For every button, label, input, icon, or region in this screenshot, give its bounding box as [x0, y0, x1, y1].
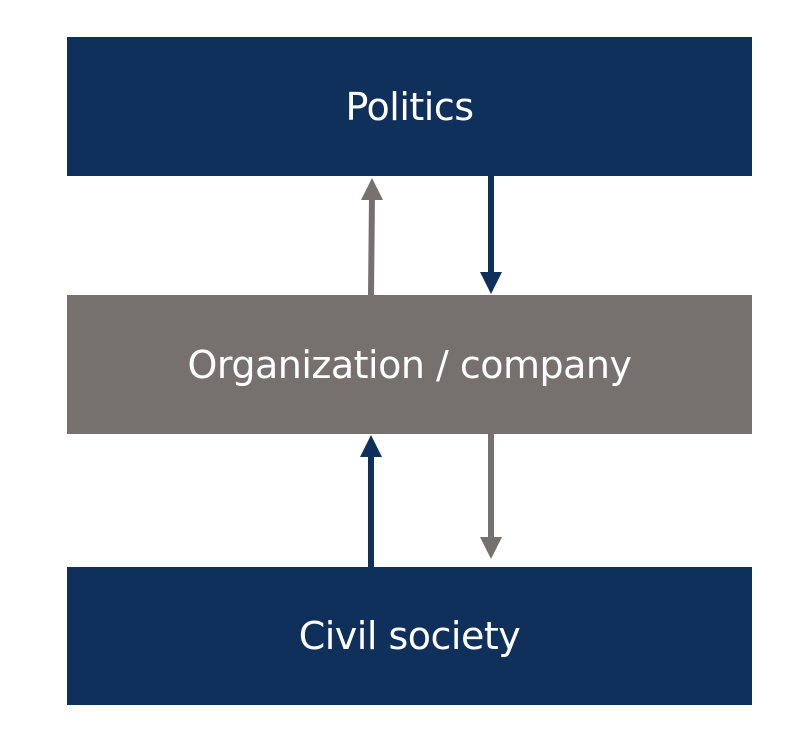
arrow-civil-to-org [360, 435, 382, 567]
civil-society-box: Civil society [67, 567, 752, 705]
arrow-org-to-civil [480, 434, 502, 559]
civil-society-label: Civil society [298, 614, 521, 658]
arrow-org-to-politics [361, 178, 383, 296]
organization-company-box: Organization / company [67, 295, 752, 434]
politics-label: Politics [345, 84, 474, 129]
arrow-politics-to-org [480, 176, 502, 294]
politics-box: Politics [67, 37, 752, 176]
organization-company-label: Organization / company [187, 342, 632, 387]
